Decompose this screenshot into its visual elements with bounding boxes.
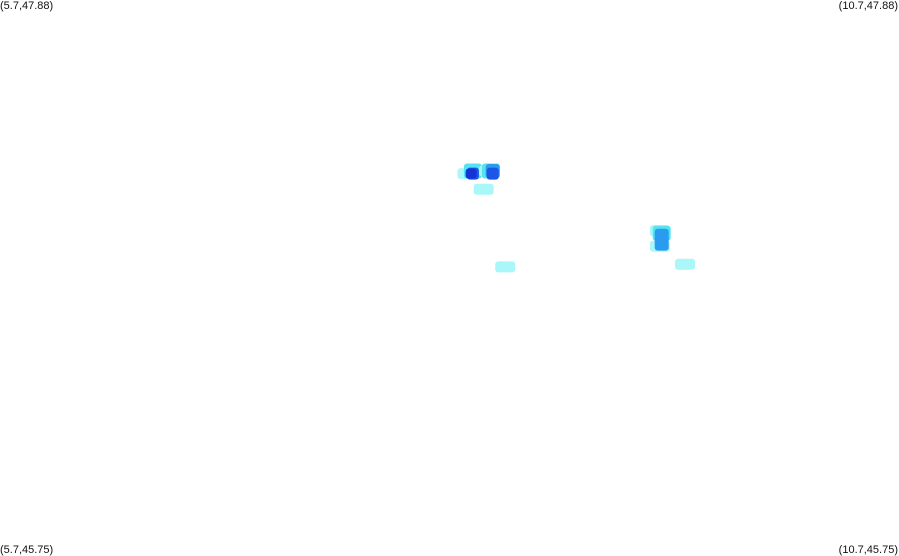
precip-cell-peak: [465, 168, 477, 179]
precip-cell-mid: [654, 236, 669, 251]
corner-label-top-left: (5.7,47.88): [0, 0, 54, 12]
precipitation-cells: [457, 163, 695, 273]
precip-cell-high: [486, 167, 499, 180]
precip-cell-low: [473, 183, 494, 195]
corner-label-bottom-left: (5.7,45.75): [0, 544, 54, 556]
corner-label-top-right: (10.7,47.88): [838, 0, 898, 12]
corner-label-bottom-right: (10.7,45.75): [838, 544, 898, 556]
precip-cell-low: [675, 258, 695, 270]
precip-cell-low: [495, 261, 516, 273]
